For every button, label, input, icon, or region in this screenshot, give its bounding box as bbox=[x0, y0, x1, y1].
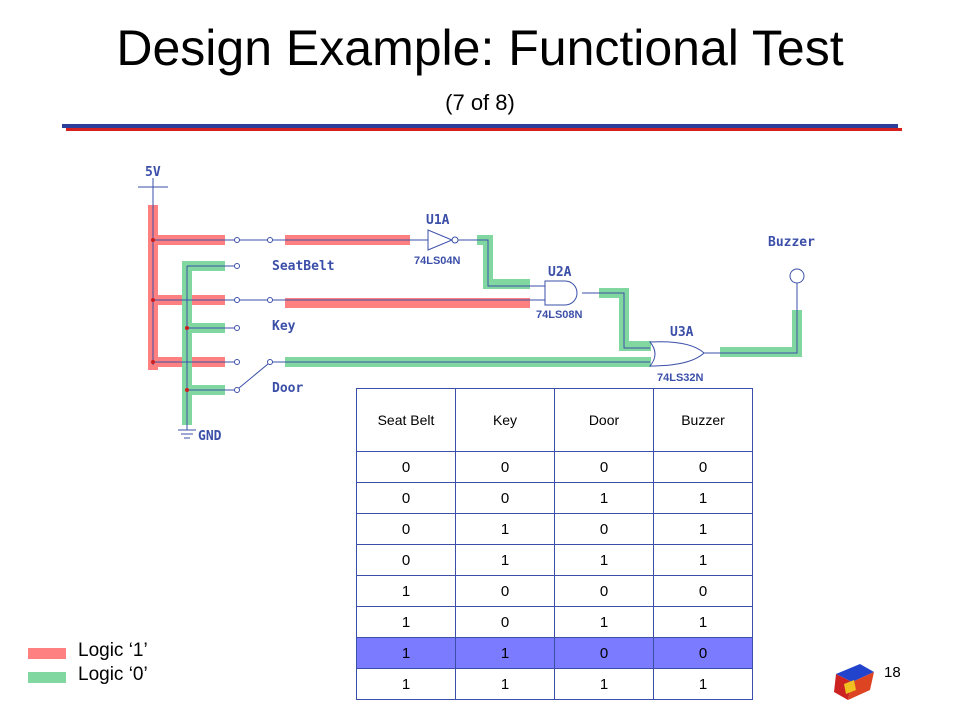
table-cell: 0 bbox=[653, 575, 753, 607]
legend-label-logic-0: Logic ‘0’ bbox=[78, 664, 148, 685]
table-cell: 1 bbox=[554, 482, 654, 514]
table-cell: 1 bbox=[554, 544, 654, 576]
table-cell: 1 bbox=[455, 544, 555, 576]
truth-table-header: Seat Belt Key Door Buzzer bbox=[356, 388, 753, 452]
slide-title: Design Example: Functional Test bbox=[116, 20, 844, 76]
table-cell: 0 bbox=[356, 544, 456, 576]
table-cell: 0 bbox=[554, 637, 654, 669]
gate-ref-u3a: U3A bbox=[670, 325, 694, 340]
title-rule-red bbox=[66, 128, 902, 131]
table-cell: 0 bbox=[554, 575, 654, 607]
legend-swatch-logic-0 bbox=[28, 672, 66, 683]
supply-label: 5V bbox=[145, 165, 161, 180]
table-cell: 1 bbox=[653, 482, 753, 514]
slide-subtitle: (7 of 8) bbox=[445, 90, 515, 115]
logo-icon bbox=[834, 664, 874, 700]
switch-terminals bbox=[234, 237, 273, 393]
table-cell: 1 bbox=[455, 668, 555, 700]
table-cell: 0 bbox=[455, 606, 555, 638]
table-cell: 1 bbox=[356, 668, 456, 700]
table-cell: 0 bbox=[356, 451, 456, 483]
gate-part-u3a: 74LS32N bbox=[657, 372, 704, 384]
logic-1-highlights bbox=[148, 205, 530, 370]
table-cell: 1 bbox=[356, 606, 456, 638]
switch-label-key: Key bbox=[272, 319, 296, 334]
switch-label-seatbelt: SeatBelt bbox=[272, 259, 335, 274]
table-cell: 1 bbox=[554, 606, 654, 638]
header-door: Door bbox=[554, 388, 654, 452]
gate-ref-u1a: U1A bbox=[426, 213, 450, 228]
table-cell: 0 bbox=[455, 451, 555, 483]
table-cell: 1 bbox=[653, 544, 753, 576]
buzzer-symbol bbox=[789, 268, 805, 284]
table-cell: 0 bbox=[653, 451, 753, 483]
table-cell: 1 bbox=[653, 606, 753, 638]
gate-ref-u2a: U2A bbox=[548, 265, 572, 280]
output-label-buzzer: Buzzer bbox=[768, 235, 815, 250]
header-key: Key bbox=[455, 388, 555, 452]
table-cell: 0 bbox=[653, 637, 753, 669]
table-cell: 1 bbox=[356, 575, 456, 607]
page-number: 18 bbox=[884, 664, 901, 681]
header-buzzer: Buzzer bbox=[653, 388, 753, 452]
legend-label-logic-1: Logic ‘1’ bbox=[78, 640, 148, 661]
title-rule-blue bbox=[62, 124, 898, 128]
table-cell: 1 bbox=[554, 668, 654, 700]
junction-dots bbox=[151, 238, 189, 392]
table-cell: 1 bbox=[455, 637, 555, 669]
gate-part-u2a: 74LS08N bbox=[536, 309, 583, 321]
table-cell: 1 bbox=[455, 513, 555, 545]
table-cell: 0 bbox=[356, 513, 456, 545]
legend-swatch-logic-1 bbox=[28, 648, 66, 659]
table-cell: 0 bbox=[554, 513, 654, 545]
circuit-wires bbox=[138, 178, 798, 439]
table-cell: 1 bbox=[653, 513, 753, 545]
table-cell: 0 bbox=[356, 482, 456, 514]
table-cell: 1 bbox=[356, 637, 456, 669]
not-gate-u1a bbox=[427, 229, 459, 251]
table-cell: 0 bbox=[455, 482, 555, 514]
and-gate-u2a bbox=[544, 280, 578, 306]
table-cell: 1 bbox=[653, 668, 753, 700]
or-gate-u3a bbox=[648, 341, 705, 367]
table-cell: 0 bbox=[554, 451, 654, 483]
ground-label: GND bbox=[198, 429, 222, 444]
table-cell: 0 bbox=[455, 575, 555, 607]
switch-label-door: Door bbox=[272, 381, 303, 396]
gate-part-u1a: 74LS04N bbox=[414, 255, 461, 267]
header-seat-belt: Seat Belt bbox=[356, 388, 456, 452]
